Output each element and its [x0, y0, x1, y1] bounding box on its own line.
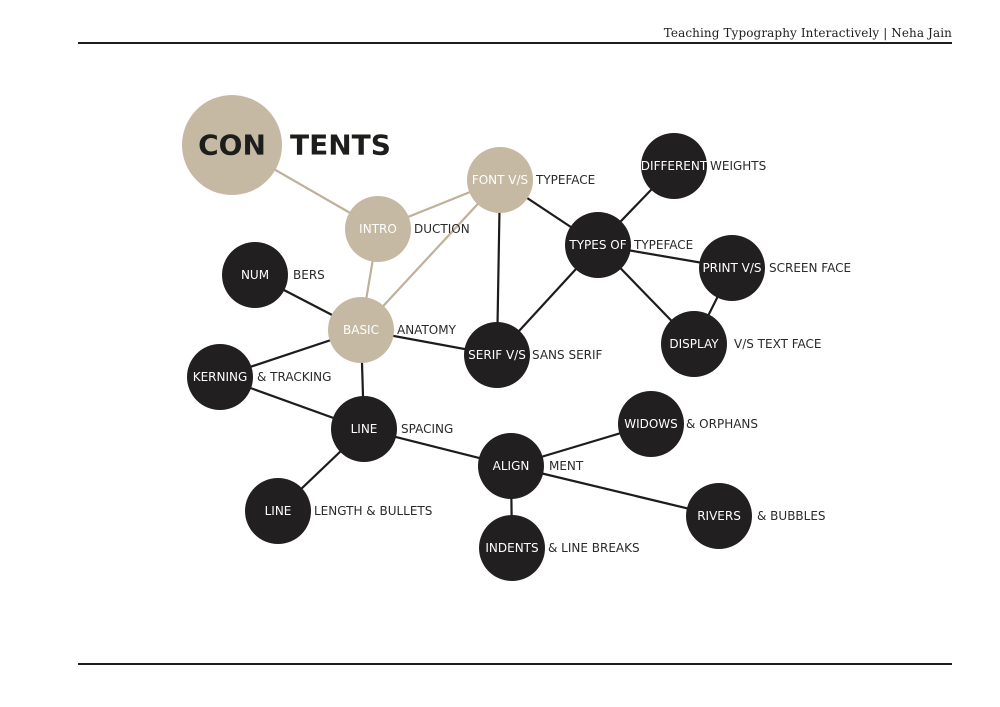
node-outside-label-display: V/S TEXT FACE: [734, 337, 822, 351]
node-inside-label-serif: SERIF V/S: [468, 348, 526, 362]
node-circle-widows: [618, 391, 684, 457]
node-outside-label-basic: ANATOMY: [397, 323, 457, 337]
node-circle-numbers: [222, 242, 288, 308]
node-circle-types: [565, 212, 631, 278]
node-widows[interactable]: WIDOWS & ORPHANS: [618, 391, 758, 457]
edge-font-basic: [360, 179, 501, 331]
node-inside-label-display: DISPLAY: [669, 337, 719, 351]
node-circle-contents: [182, 95, 282, 195]
node-outside-label-line2: LENGTH & BULLETS: [314, 504, 432, 518]
node-inside-label-rivers: RIVERS: [697, 509, 741, 523]
node-font[interactable]: FONT V/S TYPEFACE: [467, 147, 595, 213]
node-circle-intro: [345, 196, 411, 262]
node-inside-label-indents: INDENTS: [485, 541, 538, 555]
node-inside-label-print: PRINT V/S: [702, 261, 761, 275]
node-circle-kerning: [187, 344, 253, 410]
top-rule: [78, 42, 952, 44]
node-inside-label-align: ALIGN: [493, 459, 530, 473]
node-inside-label-weights: DIFFERENT: [641, 159, 708, 173]
node-circle-align: [478, 433, 544, 499]
node-circle-display: [661, 311, 727, 377]
node-inside-label-line2: LINE: [265, 504, 292, 518]
node-outside-label-contents: TENTS: [290, 129, 391, 162]
node-inside-label-numbers: NUM: [241, 268, 269, 282]
node-align[interactable]: ALIGN MENT: [478, 433, 584, 499]
node-circle-basic: [328, 297, 394, 363]
node-outside-label-intro: DUCTION: [414, 222, 470, 236]
node-outside-label-serif: SANS SERIF: [532, 348, 603, 362]
node-indents[interactable]: INDENTS & LINE BREAKS: [479, 515, 640, 581]
node-inside-label-intro: INTRO: [359, 222, 397, 236]
node-outside-label-font: TYPEFACE: [535, 173, 595, 187]
node-kerning[interactable]: KERNING & TRACKING: [187, 344, 331, 410]
node-outside-label-align: MENT: [549, 459, 584, 473]
node-outside-label-indents: & LINE BREAKS: [548, 541, 640, 555]
node-outside-label-rivers: & BUBBLES: [757, 509, 826, 523]
node-line2[interactable]: LINE LENGTH & BULLETS: [245, 478, 432, 544]
node-serif[interactable]: SERIF V/S SANS SERIF: [464, 322, 603, 388]
node-inside-label-widows: WIDOWS: [624, 417, 678, 431]
node-circle-line1: [331, 396, 397, 462]
node-circle-weights: [641, 133, 707, 199]
node-rivers[interactable]: RIVERS & BUBBLES: [686, 483, 826, 549]
node-display[interactable]: DISPLAY V/S TEXT FACE: [661, 311, 822, 377]
node-outside-label-print: SCREEN FACE: [769, 261, 851, 275]
running-head: Teaching Typography Interactively | Neha…: [663, 26, 952, 40]
node-numbers[interactable]: NUM BERS: [222, 242, 325, 308]
node-circle-print: [699, 235, 765, 301]
node-inside-label-basic: BASIC: [343, 323, 379, 337]
node-inside-label-types: TYPES OF: [568, 238, 626, 252]
node-outside-label-types: TYPEFACE: [633, 238, 693, 252]
nodes-layer: CON TENTS INTRO DUCTION FONT V/S TYPEFACE BASI…: [182, 95, 851, 581]
node-intro[interactable]: INTRO DUCTION: [345, 196, 470, 262]
node-line1[interactable]: LINE SPACING: [331, 396, 453, 462]
node-outside-label-numbers: BERS: [293, 268, 325, 282]
node-print[interactable]: PRINT V/S SCREEN FACE: [699, 235, 851, 301]
node-inside-label-font: FONT V/S: [472, 173, 528, 187]
node-circle-font: [467, 147, 533, 213]
node-outside-label-kerning: & TRACKING: [257, 370, 331, 384]
node-inside-label-contents: CON: [198, 129, 266, 162]
node-outside-label-line1: SPACING: [401, 422, 453, 436]
node-basic[interactable]: BASIC ANATOMY: [328, 297, 457, 363]
node-inside-label-kerning: KERNING: [193, 370, 248, 384]
node-circle-indents: [479, 515, 545, 581]
node-inside-label-line1: LINE: [351, 422, 378, 436]
edge-align-rivers: [510, 464, 720, 518]
node-types[interactable]: TYPES OF TYPEFACE: [565, 212, 693, 278]
node-contents[interactable]: CON TENTS: [182, 95, 391, 195]
node-circle-serif: [464, 322, 530, 388]
node-outside-label-widows: & ORPHANS: [686, 417, 758, 431]
node-outside-label-weights: WEIGHTS: [710, 159, 766, 173]
bottom-rule: [78, 663, 952, 665]
node-circle-line2: [245, 478, 311, 544]
node-circle-rivers: [686, 483, 752, 549]
